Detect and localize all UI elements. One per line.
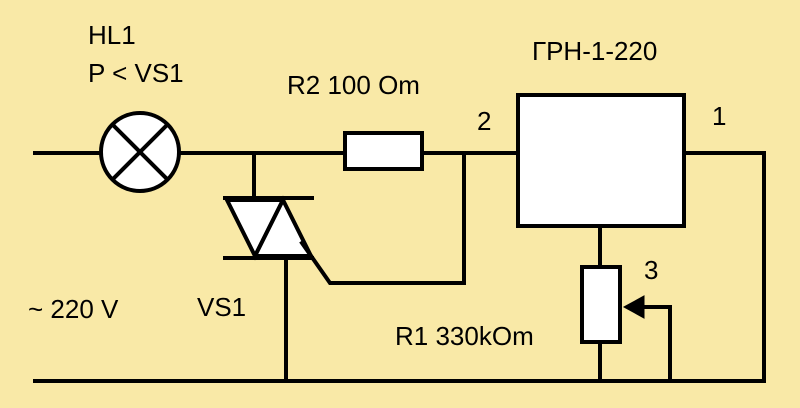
wire-relay-pin1 bbox=[682, 151, 766, 383]
relay-pin3-label: 3 bbox=[644, 255, 659, 285]
relay-title: ГРН-1-220 bbox=[532, 36, 658, 66]
r1-label: R1 330kOm bbox=[395, 321, 534, 351]
supply-label: ~ 220 V bbox=[28, 294, 119, 324]
relay-block bbox=[516, 93, 686, 228]
lamp-rating-label: P < VS1 bbox=[88, 58, 184, 88]
relay-pin1-label: 1 bbox=[712, 101, 727, 131]
relay-pin2-label: 2 bbox=[477, 106, 492, 136]
r2-label: R2 100 Om bbox=[287, 70, 420, 100]
potentiometer-r1 bbox=[580, 265, 672, 383]
lamp-hl1 bbox=[99, 111, 181, 193]
lamp-ref-label: HL1 bbox=[88, 20, 136, 50]
triac-label: VS1 bbox=[197, 292, 247, 322]
triac-vs1 bbox=[223, 151, 466, 383]
resistor-r2 bbox=[343, 131, 424, 171]
